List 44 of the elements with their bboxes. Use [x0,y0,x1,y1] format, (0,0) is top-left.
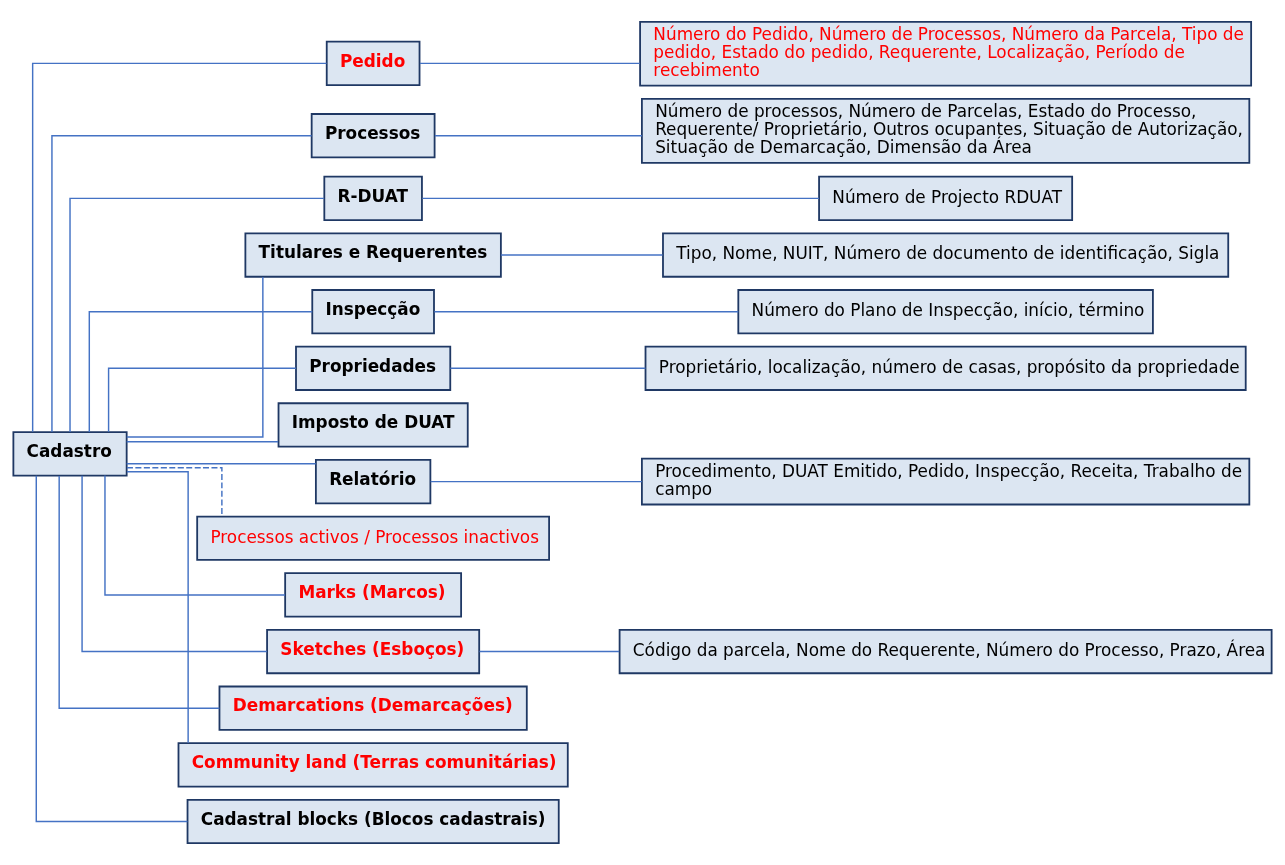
node-box: Sketches (Esboços) [266,628,481,675]
connector [449,367,647,370]
node-box: Número de Projecto RDUAT [818,175,1074,221]
node-box: Procedimento, DUAT Emitido, Pedido, Inspecção, Receita, Trabalho de campo [641,457,1251,506]
node-box: R-DUAT [323,175,423,221]
node-box: Propriedades [295,345,452,391]
node-box: Community land (Terras comunitárias) [177,742,569,788]
connector [500,254,664,256]
connector [478,650,620,653]
connector [125,441,279,443]
connector [419,62,641,65]
connector [58,475,221,709]
node-box: Número do Plano de Inspecção, início, término [737,289,1154,335]
connector [69,197,325,433]
connector [31,62,328,433]
node-box: Número de processos, Número de Parcelas, Estado do Processo, Requerente/ Proprietário, Outros ocupantes, Situação de Autorização, Situação de Demarcação, Dimensão da Área [641,98,1251,164]
connector [126,470,189,744]
connector [433,310,740,313]
node-box: Marks (Marcos) [284,572,462,618]
node-box: Imposto de DUAT [277,402,469,448]
node-box: Tipo, Nome, NUIT, Número de documento de identificação, Sigla [662,232,1230,278]
node-box: Cadastral blocks (Blocos cadastrais) [186,798,560,845]
node-box: Processos [310,113,436,159]
node-box: Inspecção [311,289,435,335]
connector [421,197,820,200]
node-box: Titulares e Requerentes [244,232,502,278]
connector [125,463,317,465]
node-box: Pedido [325,40,421,86]
connector [107,367,297,433]
node-box: Processos activos / Processos inactivos [196,515,550,561]
node-box: Demarcations (Demarcações) [218,685,528,731]
connector [126,276,264,438]
connector [434,135,643,137]
node-box: Número do Pedido, Número de Processos, Número da Parcela, Tipo de pedido, Estado do pedido, Requerente, Localização, Período de recebimento [639,20,1253,87]
connector [81,475,268,653]
connector [88,310,313,433]
node-box: Proprietário, localização, número de casas, propósito da propriedade [644,345,1247,391]
connector [35,475,189,823]
node-box: Código da parcela, Nome do Requerente, Número do Processo, Prazo, Área [618,628,1273,675]
node-box: Cadastro [12,431,128,477]
connector [51,135,313,433]
connector [429,480,643,483]
connector [104,474,286,596]
node-box: Relatório [315,459,432,505]
